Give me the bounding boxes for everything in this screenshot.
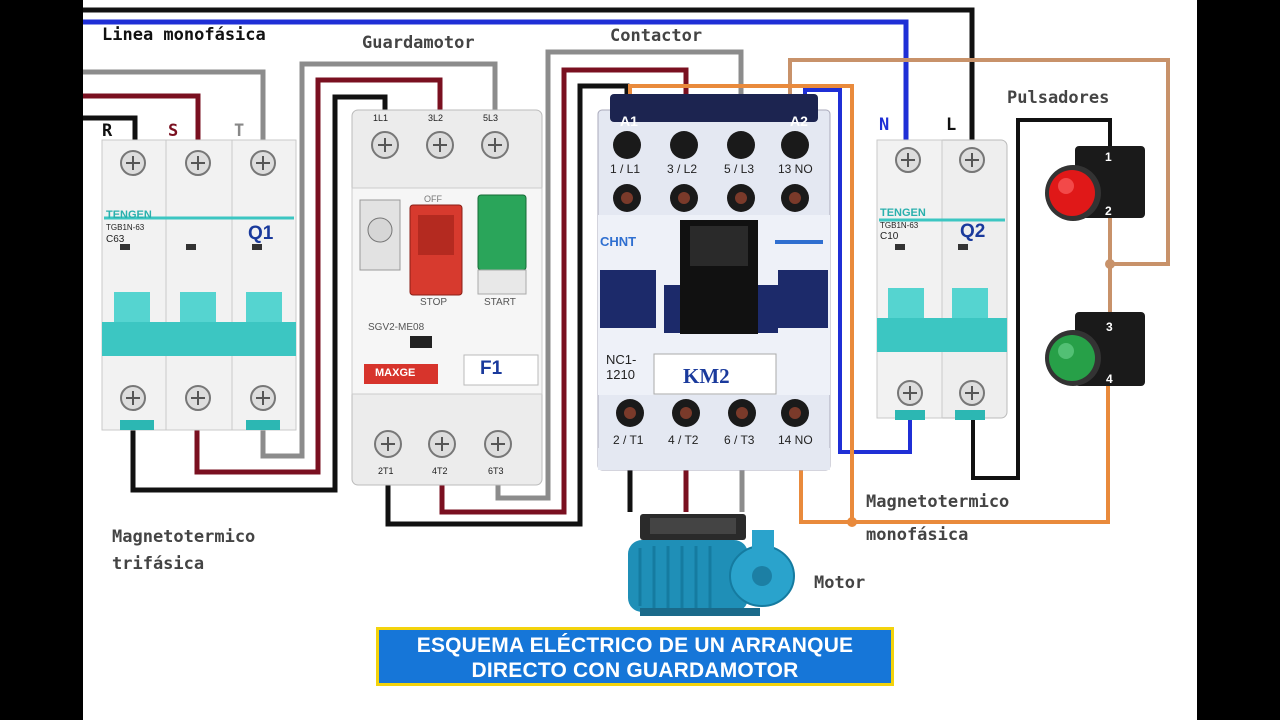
label-pulsadores: Pulsadores [1007, 88, 1110, 108]
km2-term-14no: 14 NO [778, 433, 813, 447]
title-banner: ESQUEMA ELÉCTRICO DE UN ARRANQUE DIRECTO… [376, 627, 894, 686]
breaker-q1 [101, 139, 297, 431]
km2-coil-a2: A2 [790, 113, 808, 129]
phase-label-s: S [168, 121, 179, 141]
pushbutton-start [1045, 312, 1145, 386]
q2-brand: TENGEN [880, 207, 926, 219]
q2-rating: C10 [880, 231, 899, 242]
junction-orange [847, 517, 857, 527]
phase-label-l: L [946, 115, 957, 135]
pb-term-2: 2 [1105, 204, 1112, 218]
f1-term-5l3: 5L3 [483, 113, 499, 123]
pb-term-3: 3 [1106, 320, 1113, 334]
wire-L-pb1 [971, 118, 1112, 480]
pb-term-4: 4 [1106, 372, 1113, 386]
f1-term-3l2: 3L2 [428, 113, 444, 123]
wire-F1-T3-KM [495, 49, 744, 501]
wire-Q1-R-F1 [130, 94, 388, 493]
contactor-km2 [597, 94, 831, 471]
q1-brand: TENGEN [106, 209, 152, 221]
km2-model-line1: NC1- [606, 352, 637, 367]
wire-T-in [83, 69, 266, 150]
q2-name: Q2 [960, 221, 986, 242]
wire-L-in [83, 7, 975, 150]
q1-model: TGB1N-63 [106, 223, 145, 232]
f1-start-label: START [484, 297, 516, 308]
label-guardamotor: Guardamotor [362, 33, 475, 53]
title-line-1: ESQUEMA ELÉCTRICO DE UN ARRANQUE [416, 634, 854, 657]
f1-stop-label: STOP [420, 297, 448, 308]
km2-term-2-t1: 2 / T1 [613, 433, 644, 447]
label-motor: Motor [814, 573, 866, 593]
f1-name: F1 [480, 358, 503, 379]
f1-term-1l1: 1L1 [373, 113, 389, 123]
wire-R-in [83, 115, 138, 150]
wire-N-in [83, 19, 909, 150]
km2-model-line2: 1210 [606, 367, 635, 382]
km2-term-13no: 13 NO [778, 162, 813, 176]
wire-F1-T2-KM [439, 67, 689, 515]
label-magnetotermico-monofasica-1: Magnetotermico [866, 492, 1010, 512]
km2-term-3-l2: 3 / L2 [667, 162, 698, 176]
label-magnetotermico-monofasica-2: monofásica [866, 525, 969, 545]
f1-model: SGV2-ME08 [368, 322, 425, 333]
motor-protector-f1 [351, 109, 543, 486]
label-magnetotermico-trifasica-2: trifásica [112, 554, 205, 574]
f1-brand: MAXGE [375, 367, 416, 379]
label-linea-monofasica: Linea monofásica [102, 25, 266, 45]
pushbutton-stop [1045, 146, 1145, 221]
km2-coil-a1: A1 [620, 113, 638, 129]
wire-Q1-S-F1 [194, 77, 443, 475]
km2-brand: CHNT [600, 234, 637, 249]
q1-name: Q1 [248, 223, 274, 244]
phase-label-n: N [879, 115, 890, 135]
phase-label-t: T [234, 121, 245, 141]
f1-term-2t1: 2T1 [378, 466, 394, 476]
km2-name: KM2 [683, 364, 730, 388]
pb-term-1: 1 [1105, 150, 1112, 164]
f1-off-label: OFF [424, 194, 442, 204]
f1-term-6t3: 6T3 [488, 466, 504, 476]
wire-Q1-T-F1 [260, 61, 498, 459]
km2-term-4-t2: 4 / T2 [668, 433, 699, 447]
junction-tan [1105, 259, 1115, 269]
km2-term-6-t3: 6 / T3 [724, 433, 755, 447]
title-line-2: DIRECTO CON GUARDAMOTOR [471, 659, 799, 682]
q1-rating: C63 [106, 234, 125, 245]
km2-term-5-l3: 5 / L3 [724, 162, 755, 176]
wire-13NO-pb [788, 58, 1170, 266]
wire-F1-T1-KM [385, 83, 630, 527]
label-magnetotermico-trifasica-1: Magnetotermico [112, 527, 256, 547]
motor [628, 514, 795, 616]
km2-term-1-l1: 1 / L1 [610, 162, 641, 176]
q2-model: TGB1N-63 [880, 221, 919, 230]
breaker-q2 [876, 139, 1008, 420]
phase-label-r: R [102, 121, 113, 141]
f1-term-4t2: 4T2 [432, 466, 448, 476]
wire-S-in [83, 93, 201, 150]
label-contactor: Contactor [610, 26, 703, 46]
wire-14NO-pb4 [799, 385, 1110, 524]
